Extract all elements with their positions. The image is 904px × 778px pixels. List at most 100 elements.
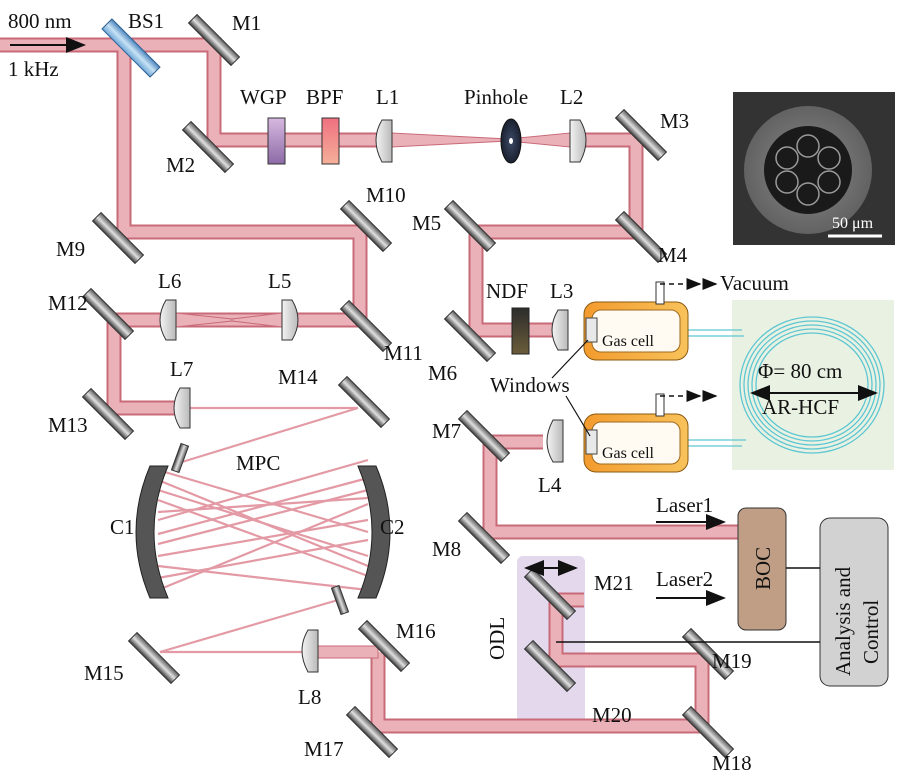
mirror-m2 [181,120,235,174]
label-c1: C1 [110,515,135,539]
mirror-m12 [81,287,135,341]
mirror-m3 [614,108,668,162]
gas-cell-2 [583,393,689,473]
lens-l5 [281,299,299,341]
label-bs1: BS1 [128,9,164,33]
label-bpf: BPF [306,85,343,109]
gas-cell-1 [583,281,689,361]
label-m16: M16 [396,619,436,643]
label-m20: M20 [592,703,632,727]
label-gas-cell-1: Gas cell [602,333,655,350]
watermark: 头条 @光电汇 [738,743,845,763]
label-l1: L1 [376,85,399,109]
label-fiber-type: AR-HCF [762,395,839,419]
label-laser2: Laser2 [656,567,713,591]
mirror-m15 [127,631,181,685]
label-m11: M11 [384,341,423,365]
mpc-input-mirror [170,442,190,474]
label-l2: L2 [560,85,583,109]
label-windows: Windows [490,373,570,397]
label-m18: M18 [712,751,752,775]
label-m14: M14 [278,365,318,389]
mirror-m11 [339,299,393,353]
mirror-m1 [187,13,241,67]
mirror-m14 [337,375,391,429]
label-m1: M1 [232,11,261,35]
lens-l8 [301,629,319,673]
label-laser1: Laser1 [656,493,713,517]
label-gas-cell-2: Gas cell [602,445,655,462]
label-vacuum: Vacuum [720,271,789,295]
label-source-rate: 1 kHz [8,57,59,81]
label-m5: M5 [412,211,441,235]
label-fiber-diameter: Φ= 80 cm [758,359,842,383]
label-pinhole: Pinhole [464,85,528,109]
mirror-m13 [81,387,135,441]
mpc-mirror-c1 [135,465,169,599]
bandpass-filter [321,117,340,165]
boc-box [737,507,787,631]
label-m17: M17 [304,737,344,761]
mirror-m20 [523,639,577,693]
label-m7: M7 [432,419,461,443]
label-c2: C2 [380,515,405,539]
mirror-m17 [345,705,399,759]
lens-l6 [159,299,177,341]
label-m6: M6 [428,361,457,385]
label-m12: M12 [48,291,88,315]
mirror-m18 [681,705,735,759]
label-l8: L8 [298,685,321,709]
label-m10: M10 [366,183,406,207]
mirror-m10 [339,199,393,253]
lens-l7 [173,387,191,429]
label-analysis-line1: Analysis and [831,566,855,676]
lenses [159,119,587,673]
vacuum-lines [660,278,718,402]
lens-l3 [551,309,569,351]
mpc-output-mirror [330,584,350,616]
label-l7: L7 [170,357,193,381]
label-m4: M4 [658,243,688,267]
mpc-mirror-c2 [357,465,391,599]
label-sem-scale: 50 μm [832,215,874,232]
label-l4: L4 [538,473,562,497]
label-m8: M8 [432,537,461,561]
sem-fiber-image [733,92,895,245]
label-source-wavelength: 800 nm [8,9,72,33]
label-m19: M19 [712,649,752,673]
label-mpc: MPC [236,451,280,475]
label-ndf: NDF [486,279,528,303]
mirror-m4 [614,210,668,264]
label-l6: L6 [158,269,181,293]
signal-lines [556,567,820,643]
label-m15: M15 [84,661,124,685]
mirror-m16 [357,619,411,673]
label-m3: M3 [660,109,689,133]
analysis-control-box [819,517,889,687]
label-analysis-line2: Control [859,600,883,664]
beam-splitter-bs1 [101,18,161,78]
wire-grid-polarizer [267,117,286,165]
lens-l2 [569,119,587,163]
label-m13: M13 [48,413,88,437]
label-l5: L5 [268,269,291,293]
mirrors [81,13,735,759]
label-l3: L3 [550,279,573,303]
lens-l1 [375,119,393,163]
label-m9: M9 [56,237,85,261]
mirror-m6 [443,309,497,363]
windows-pointers [551,339,591,437]
label-wgp: WGP [240,85,287,109]
mirror-m5 [443,199,497,253]
pinhole-aperture [509,138,513,144]
window-2 [585,429,598,455]
window-1 [585,317,598,343]
lens-l4 [546,419,564,463]
label-boc: BOC [751,547,775,590]
label-odl: ODL [485,617,509,660]
mirror-m9 [91,211,145,265]
labels: 800 nm 1 kHz BS1 M1 M2 M3 M4 M5 M6 M7 M8… [8,9,883,775]
mirror-m7 [457,409,511,463]
arrows [10,37,878,606]
